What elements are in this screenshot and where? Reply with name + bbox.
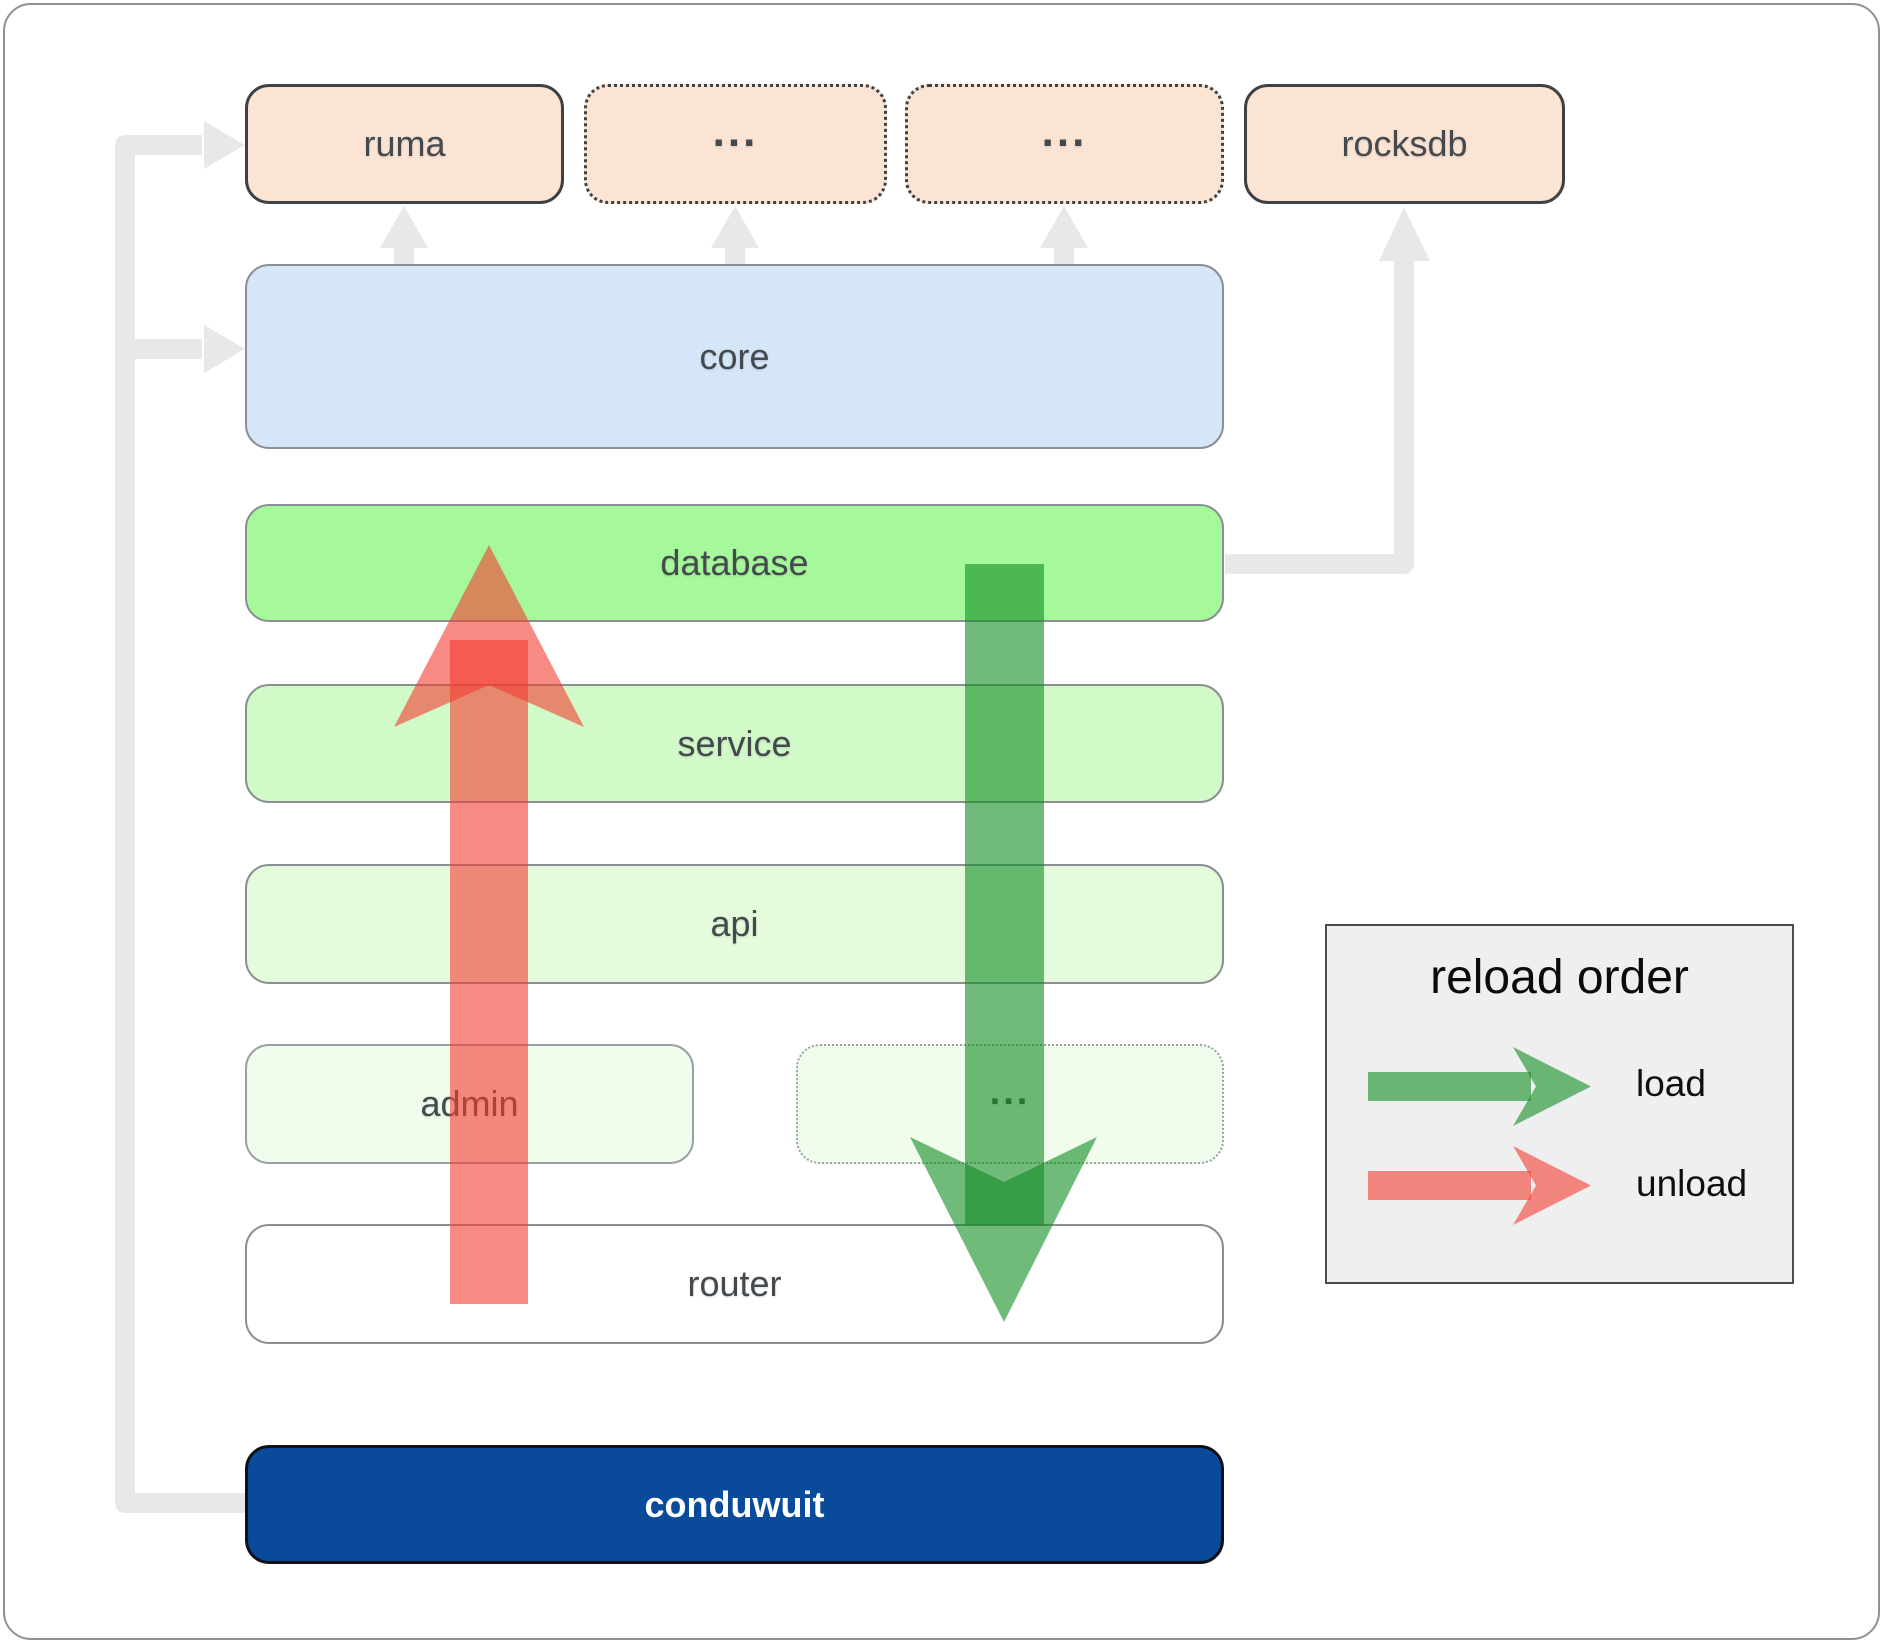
box-api: api — [245, 864, 1224, 984]
ellipsis-label: ... — [712, 107, 759, 156]
box-router: router — [245, 1224, 1224, 1344]
arrow-stem — [1368, 1072, 1531, 1101]
arrowhead-right-icon — [204, 121, 245, 169]
core-to-ellipsis2-arrow — [1040, 206, 1088, 264]
box-database: database — [245, 504, 1224, 622]
arrowhead-right-icon — [204, 325, 245, 373]
arrow-head — [1513, 1047, 1591, 1126]
box-ruma: ruma — [245, 84, 564, 204]
box-database-label: database — [660, 542, 809, 583]
connector-line — [1225, 257, 1414, 574]
arrow-stem — [1368, 1171, 1531, 1200]
box-ellipsis-top-1: ... — [584, 84, 887, 204]
box-conduwuit-label: conduwuit — [644, 1483, 825, 1525]
box-service: service — [245, 684, 1224, 803]
box-service-label: service — [677, 722, 792, 764]
legend-title: reload order — [1430, 951, 1689, 1004]
legend-panel: reload order load unload — [1325, 924, 1794, 1284]
box-ellipsis-top-2: ... — [905, 84, 1224, 204]
legend-arrows — [1368, 1047, 1591, 1225]
core-to-ruma-arrow — [380, 206, 428, 264]
arrow-head — [1513, 1146, 1591, 1225]
legend-load-label: load — [1636, 1063, 1706, 1104]
connector-line — [115, 135, 245, 1513]
unload-arrow-icon — [1368, 1146, 1591, 1225]
arrowhead-up-icon — [1379, 207, 1430, 261]
legend-unload-label: unload — [1636, 1163, 1748, 1204]
box-core-label: core — [699, 335, 770, 377]
box-router-label: router — [687, 1263, 782, 1304]
core-to-ellipsis1-arrow — [711, 206, 759, 264]
box-api-label: api — [710, 903, 759, 944]
conduwuit-to-ruma-connector — [115, 121, 245, 1513]
box-rocksdb: rocksdb — [1244, 84, 1565, 204]
box-ellipsis-admin-row: ... — [796, 1044, 1224, 1164]
box-ruma-label: ruma — [363, 123, 446, 164]
arrowhead-up-icon — [380, 206, 428, 248]
box-rocksdb-label: rocksdb — [1341, 123, 1468, 164]
box-admin-label: admin — [420, 1083, 519, 1124]
ellipsis-label: ... — [1041, 107, 1088, 156]
arrowhead-up-icon — [1040, 206, 1088, 248]
load-arrow-icon — [1368, 1047, 1591, 1126]
arrowhead-up-icon — [711, 206, 759, 248]
ellipsis-label: ... — [989, 1070, 1031, 1113]
box-admin: admin — [245, 1044, 694, 1164]
box-core: core — [245, 264, 1224, 449]
box-conduwuit: conduwuit — [245, 1445, 1224, 1564]
conduwuit-to-core-branch — [125, 325, 245, 373]
database-to-rocksdb-connector — [1225, 207, 1430, 574]
diagram-canvas: ruma ... ... rocksdb core database servi… — [3, 3, 1880, 1640]
